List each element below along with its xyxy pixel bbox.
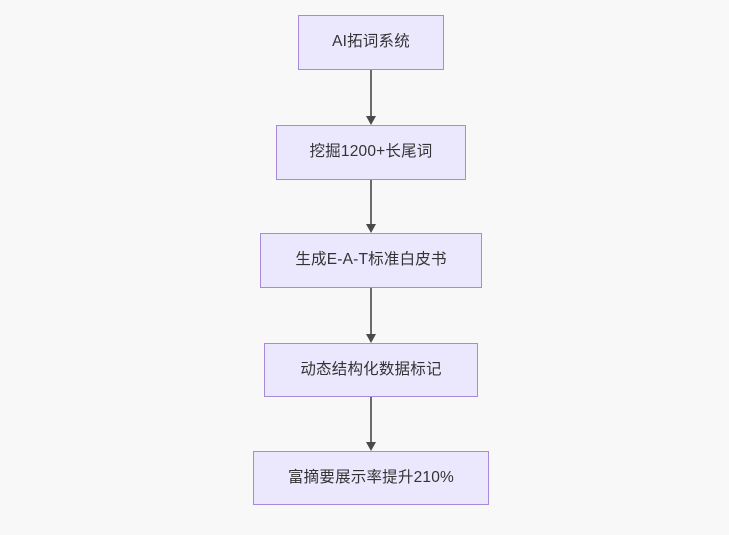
edge-line [370,70,372,116]
edge-line [370,288,372,334]
edge-node2-to-node3 [365,180,377,233]
edge-node4-to-node5 [365,397,377,451]
flow-node-label: 富摘要展示率提升210% [287,468,455,486]
flow-node-dynamic-structured-data-markup[interactable]: 动态结构化数据标记 [264,343,478,397]
arrowhead-icon [366,224,376,233]
flow-node-ai-keyword-system[interactable]: AI拓词系统 [298,15,444,70]
flow-node-label: 动态结构化数据标记 [300,360,442,378]
edge-line [370,397,372,442]
flow-node-label: 生成E-A-T标准白皮书 [295,251,447,269]
arrowhead-icon [366,334,376,343]
edge-line [370,180,372,224]
arrowhead-icon [366,442,376,451]
edge-node1-to-node2 [365,70,377,125]
arrowhead-icon [366,116,376,125]
flow-node-generate-eat-whitepaper[interactable]: 生成E-A-T标准白皮书 [260,233,482,288]
edge-node3-to-node4 [365,288,377,343]
flow-node-label: 挖掘1200+长尾词 [309,143,433,161]
flow-node-label: AI拓词系统 [332,33,410,51]
flow-node-mine-longtail-keywords[interactable]: 挖掘1200+长尾词 [276,125,466,180]
flow-node-rich-snippet-impression-lift[interactable]: 富摘要展示率提升210% [253,451,489,505]
